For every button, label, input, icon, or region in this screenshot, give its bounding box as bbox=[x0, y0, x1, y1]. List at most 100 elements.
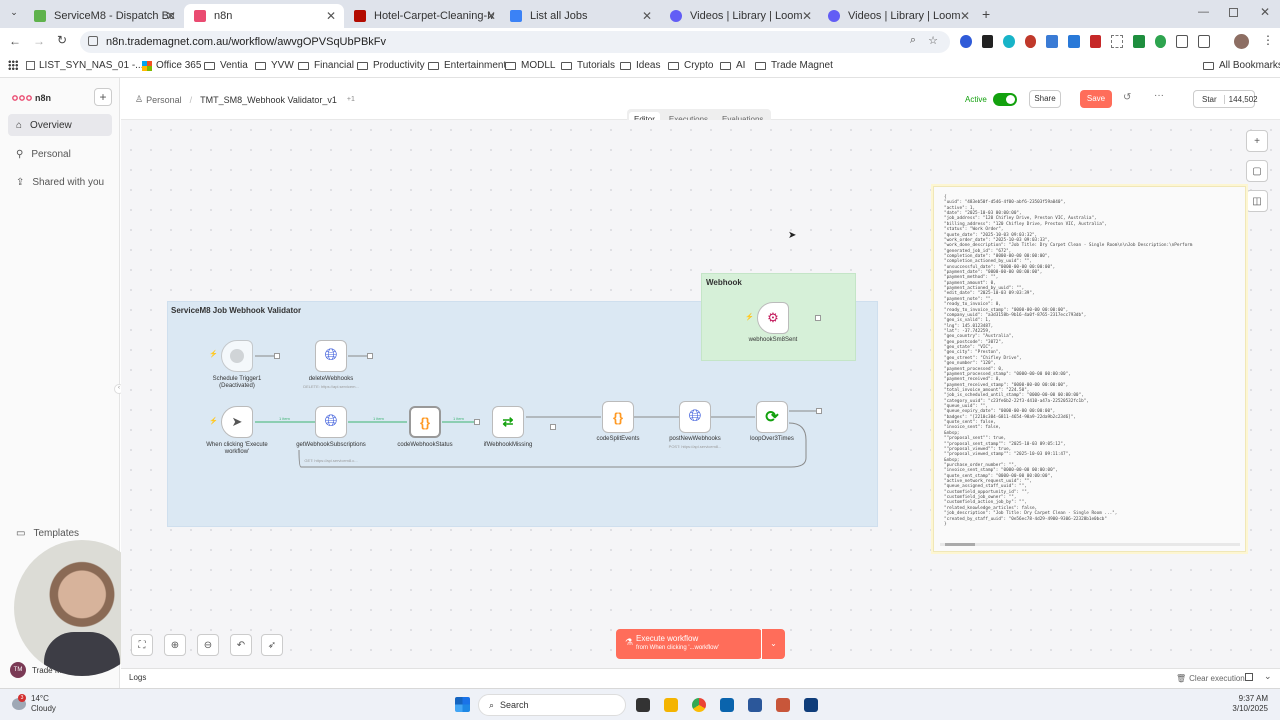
breadcrumb-project[interactable]: Personal bbox=[146, 94, 182, 105]
restore-icon[interactable] bbox=[1229, 8, 1238, 17]
node-loop-over-3-times[interactable]: ⟳ bbox=[756, 401, 788, 433]
zoom-in-button[interactable]: ⊕ bbox=[164, 634, 186, 656]
taskbar-search[interactable]: ⌕Search bbox=[478, 694, 626, 716]
start-button[interactable] bbox=[455, 697, 470, 712]
more-menu-icon[interactable]: ··· bbox=[1154, 90, 1164, 101]
node-code-webhook-status[interactable]: {} bbox=[409, 406, 441, 438]
node-schedule-trigger[interactable] bbox=[221, 340, 253, 372]
tab-search-icon[interactable]: ⌄ bbox=[10, 7, 18, 17]
json-scrollbar[interactable] bbox=[940, 543, 1240, 546]
extension-icon[interactable] bbox=[960, 35, 972, 48]
add-node-button[interactable]: + bbox=[1246, 130, 1268, 152]
zoom-out-button[interactable]: ⊖ bbox=[197, 634, 219, 656]
json-sticky-note[interactable]: { "uuid": "483eb50f-d546-4f00-abf6-23503… bbox=[933, 186, 1246, 552]
sidepanel-icon[interactable] bbox=[1198, 35, 1210, 48]
bookmark-item[interactable]: LIST_SYN_NAS_01 -... bbox=[26, 60, 144, 71]
node-end-handle[interactable] bbox=[474, 419, 480, 425]
bookmark-folder[interactable]: Financial bbox=[298, 60, 354, 71]
bookmark-folder[interactable]: Tutorials bbox=[561, 60, 615, 71]
sidebar-item-personal[interactable]: ⚲Personal bbox=[8, 143, 112, 165]
back-icon[interactable]: ← bbox=[9, 34, 21, 48]
close-tab-icon[interactable]: ✕ bbox=[325, 9, 336, 23]
apps-grid-icon[interactable] bbox=[8, 60, 18, 70]
extension-icon[interactable] bbox=[1111, 35, 1124, 48]
node-get-webhook-subscriptions[interactable]: 🌐︎ bbox=[315, 406, 347, 438]
zoom-icon[interactable]: ⌕ bbox=[909, 34, 916, 46]
browser-tab[interactable]: Videos | Library | Loom✕ bbox=[818, 4, 978, 28]
browser-tab[interactable]: ServiceM8 - Dispatch Board✕ bbox=[24, 4, 184, 28]
app-icon[interactable] bbox=[804, 698, 818, 712]
history-icon[interactable]: ↺ bbox=[1123, 92, 1132, 103]
browser-tab[interactable]: List all Jobs✕ bbox=[500, 4, 660, 28]
profile-avatar[interactable] bbox=[1234, 34, 1249, 49]
undo-button[interactable]: ↶ bbox=[230, 634, 252, 656]
extension-icon[interactable] bbox=[1154, 35, 1167, 48]
extension-icon[interactable] bbox=[1024, 35, 1037, 48]
extension-icon[interactable] bbox=[1089, 35, 1102, 48]
extension-icon[interactable] bbox=[1046, 35, 1059, 48]
tidy-up-button[interactable]: ➶ bbox=[261, 634, 283, 656]
github-star-button[interactable]: Star 144,502 bbox=[1193, 90, 1258, 108]
all-bookmarks[interactable]: All Bookmarks bbox=[1203, 60, 1280, 71]
node-code-split-events[interactable]: {} bbox=[602, 401, 634, 433]
file-explorer-icon[interactable] bbox=[664, 698, 678, 712]
browser-tab[interactable]: Hotel-Carpet-Cleaning-Mainte✕ bbox=[344, 4, 504, 28]
panel-toggle-icon[interactable] bbox=[1245, 673, 1253, 681]
bookmark-item[interactable]: Office 365 bbox=[142, 60, 201, 71]
logs-panel-bar[interactable]: Logs 🗑︎Clear execution ⌄ bbox=[121, 668, 1280, 688]
bookmark-folder[interactable]: MODLL bbox=[505, 60, 555, 71]
extension-icon[interactable] bbox=[1068, 35, 1080, 48]
browser-tab[interactable]: Videos | Library | Loom✕ bbox=[660, 4, 820, 28]
bookmark-folder[interactable]: Ideas bbox=[620, 60, 660, 71]
sticky-note-button[interactable]: ▢ bbox=[1246, 160, 1268, 182]
bookmark-star-icon[interactable]: ☆ bbox=[928, 35, 938, 47]
close-tab-icon[interactable]: ✕ bbox=[959, 9, 970, 23]
close-tab-icon[interactable]: ✕ bbox=[485, 9, 496, 23]
minimize-icon[interactable]: — bbox=[1198, 6, 1209, 18]
share-button[interactable]: Share bbox=[1029, 90, 1061, 108]
new-tab-icon[interactable]: + bbox=[982, 6, 991, 22]
tab-evaluations[interactable]: Evaluations bbox=[722, 114, 764, 124]
node-end-handle[interactable] bbox=[367, 353, 373, 359]
app-icon[interactable] bbox=[748, 698, 762, 712]
workflow-name[interactable]: TMT_SM8_Webhook Validator_v1 bbox=[200, 94, 337, 105]
bookmark-folder[interactable]: Trade Magnet bbox=[755, 60, 833, 71]
task-view-icon[interactable] bbox=[636, 698, 650, 712]
side-panel-button[interactable]: ◫ bbox=[1246, 190, 1268, 212]
execute-workflow-button[interactable]: ⚗ Execute workflow from When clicking '.… bbox=[616, 629, 762, 659]
tags-more-badge[interactable]: +1 bbox=[346, 96, 355, 103]
scroll-thumb[interactable] bbox=[945, 543, 975, 546]
reload-icon[interactable]: ↻ bbox=[57, 33, 68, 47]
bookmark-folder[interactable]: Entertainment bbox=[428, 60, 506, 71]
execute-dropdown-button[interactable]: ⌄ bbox=[761, 629, 785, 659]
url-field[interactable]: n8n.trademagnet.com.au/workflow/awvgOPVS… bbox=[80, 31, 950, 53]
node-end-handle[interactable] bbox=[550, 424, 556, 430]
close-window-icon[interactable]: ✕ bbox=[1260, 5, 1271, 19]
save-button[interactable]: Save bbox=[1080, 90, 1112, 108]
node-delete-webhooks[interactable]: 🌐︎ bbox=[315, 340, 347, 372]
node-manual-trigger[interactable]: ➤ bbox=[221, 406, 253, 438]
close-tab-icon[interactable]: ✕ bbox=[801, 9, 812, 23]
browser-tab-active[interactable]: n8n✕ bbox=[184, 4, 344, 28]
forward-icon[interactable]: → bbox=[33, 34, 45, 48]
extension-icon[interactable] bbox=[981, 35, 994, 48]
logs-label[interactable]: Logs bbox=[129, 673, 147, 682]
download-icon[interactable] bbox=[1133, 35, 1145, 48]
node-end-handle[interactable] bbox=[816, 408, 822, 414]
bookmark-folder[interactable]: AI bbox=[720, 60, 745, 71]
close-tab-icon[interactable]: ✕ bbox=[165, 9, 176, 23]
active-toggle[interactable] bbox=[992, 93, 1017, 106]
node-end-handle[interactable] bbox=[815, 315, 821, 321]
node-end-handle[interactable] bbox=[274, 353, 280, 359]
site-info-icon[interactable] bbox=[88, 36, 98, 46]
extension-icon[interactable] bbox=[1003, 35, 1015, 48]
node-post-new-webhooks[interactable]: 🌐︎ bbox=[679, 401, 711, 433]
bookmark-folder[interactable]: Productivity bbox=[357, 60, 425, 71]
bookmark-folder[interactable]: Ventia bbox=[204, 60, 248, 71]
browser-menu-icon[interactable]: ⋮ bbox=[1262, 33, 1274, 47]
outlook-icon[interactable] bbox=[720, 698, 734, 712]
bookmark-folder[interactable]: Crypto bbox=[668, 60, 713, 71]
collapse-panel-icon[interactable]: ⌄ bbox=[1264, 671, 1272, 681]
weather-widget[interactable]: 3 14°C Cloudy bbox=[12, 693, 56, 713]
sidebar-item-shared[interactable]: ⇪Shared with you bbox=[8, 171, 112, 193]
